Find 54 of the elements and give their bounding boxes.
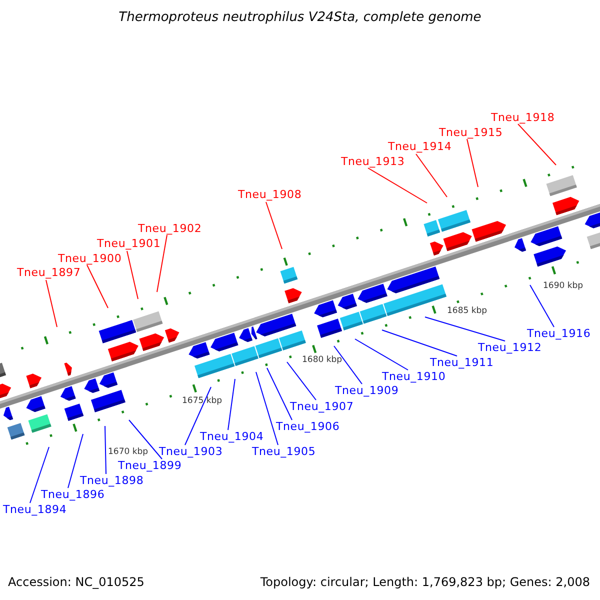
leader-line — [334, 346, 362, 384]
gene-label: Tneu_1898 — [80, 475, 144, 487]
leader-line — [104, 426, 106, 474]
leader-line — [46, 280, 58, 328]
leader-line — [68, 434, 84, 488]
gene-label: Tneu_1918 — [491, 112, 555, 124]
scale-label: 1675 kbp — [182, 396, 222, 406]
leader-line — [126, 250, 138, 300]
gene-label: Tneu_1909 — [335, 385, 399, 397]
leader-line — [518, 124, 556, 166]
leader-line — [286, 362, 316, 400]
leader-line — [266, 368, 292, 420]
gene-label: Tneu_1906 — [276, 421, 340, 433]
leader-line — [466, 138, 478, 188]
gene-label: Tneu_1894 — [3, 504, 67, 516]
scale-label: 1685 kbp — [447, 306, 488, 316]
gene-label: Tneu_1896 — [41, 489, 105, 501]
gene-label: Tneu_1905 — [252, 446, 316, 458]
gene-label: Tneu_1915 — [439, 127, 503, 139]
title: Thermoproteus neutrophilus V24Sta, complete genome — [118, 10, 482, 26]
gene-label: Tneu_1913 — [341, 156, 405, 168]
gene-label: Tneu_1899 — [118, 460, 182, 472]
gene-label: Tneu_1914 — [388, 141, 452, 153]
leader-line — [416, 154, 448, 198]
leader-line — [382, 330, 458, 356]
leader-line — [86, 264, 108, 308]
gene-label: Tneu_1901 — [97, 238, 161, 250]
leader-line — [354, 338, 408, 370]
leader-line — [184, 386, 212, 446]
gene-label: Tneu_1897 — [17, 267, 81, 279]
leader-line — [30, 446, 50, 504]
accession-text: Accession: NC_010525 — [8, 575, 144, 589]
gene-label: Tneu_1911 — [430, 357, 494, 369]
gene-label: Tneu_1908 — [238, 189, 302, 201]
scale-label: 1680 kbp — [302, 355, 342, 365]
gene-label: Tneu_1916 — [527, 328, 591, 340]
leader-line — [424, 316, 506, 342]
leader-line — [256, 372, 278, 446]
leader-line — [228, 378, 236, 430]
leader-line — [368, 168, 428, 204]
gene-label: Tneu_1912 — [478, 342, 542, 354]
gene-label: Tneu_1900 — [58, 253, 122, 265]
leader-line — [128, 420, 162, 460]
gene-label: Tneu_1904 — [200, 431, 264, 443]
leader-line — [266, 202, 282, 250]
gene-label: Tneu_1903 — [159, 446, 223, 458]
leader-line — [530, 284, 554, 328]
gene-label: Tneu_1907 — [290, 401, 354, 413]
genome-info-text: Topology: circular; Length: 1,769,823 bp; Genes: 2,008 — [260, 575, 590, 589]
scale-label: 1690 kbp — [543, 281, 584, 291]
gene-label: Tneu_1902 — [138, 223, 202, 235]
leader-line — [156, 234, 168, 292]
gene-label: Tneu_1910 — [382, 371, 446, 383]
scale-label: 1670 kbp — [108, 447, 148, 457]
